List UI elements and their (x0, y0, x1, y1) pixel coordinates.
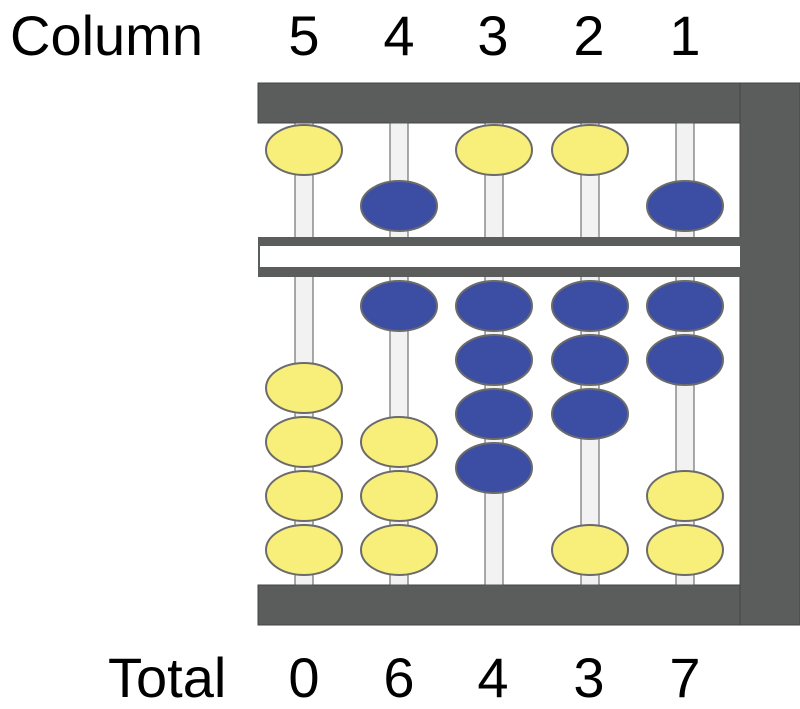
lower-bead-column-3-4[interactable] (455, 442, 533, 494)
reckoning-bar-inner (260, 246, 740, 267)
lower-bead-column-1-1[interactable] (646, 280, 724, 332)
lower-bead-column-3-3[interactable] (455, 388, 533, 440)
total-footer-label: Total (108, 646, 227, 709)
total-value-5: 0 (288, 646, 320, 709)
column-number-4: 4 (383, 4, 415, 67)
total-value-1: 7 (669, 646, 701, 709)
lower-bead-column-1-4[interactable] (646, 524, 724, 576)
lower-bead-column-1-3[interactable] (646, 470, 724, 522)
lower-bead-column-5-1[interactable] (265, 362, 343, 414)
column-header-label: Column (10, 4, 203, 67)
column-number-3: 3 (477, 4, 509, 67)
frame-bottom (257, 584, 800, 626)
column-number-1: 1 (669, 4, 701, 67)
total-value-3: 4 (477, 646, 509, 709)
lower-bead-column-2-1[interactable] (551, 280, 629, 332)
lower-bead-column-2-3[interactable] (551, 388, 629, 440)
upper-bead-column-4[interactable] (360, 180, 438, 232)
lower-bead-column-4-2[interactable] (360, 416, 438, 468)
upper-bead-column-1[interactable] (646, 180, 724, 232)
total-value-2: 3 (573, 646, 605, 709)
lower-bead-column-3-1[interactable] (455, 280, 533, 332)
total-value-4: 6 (383, 646, 415, 709)
frame-top (257, 82, 800, 124)
column-number-2: 2 (573, 4, 605, 67)
lower-bead-column-4-4[interactable] (360, 524, 438, 576)
lower-bead-column-2-2[interactable] (551, 334, 629, 386)
lower-bead-column-4-3[interactable] (360, 470, 438, 522)
lower-bead-column-5-3[interactable] (265, 470, 343, 522)
lower-bead-column-4-1[interactable] (360, 280, 438, 332)
column-number-5: 5 (288, 4, 320, 67)
upper-bead-column-3[interactable] (455, 124, 533, 176)
lower-bead-column-5-4[interactable] (265, 524, 343, 576)
upper-bead-column-2[interactable] (551, 124, 629, 176)
frame-right (739, 82, 800, 626)
lower-bead-column-3-2[interactable] (455, 334, 533, 386)
lower-bead-column-5-2[interactable] (265, 416, 343, 468)
upper-bead-column-5[interactable] (265, 124, 343, 176)
lower-bead-column-2-4[interactable] (551, 524, 629, 576)
lower-bead-column-1-2[interactable] (646, 334, 724, 386)
